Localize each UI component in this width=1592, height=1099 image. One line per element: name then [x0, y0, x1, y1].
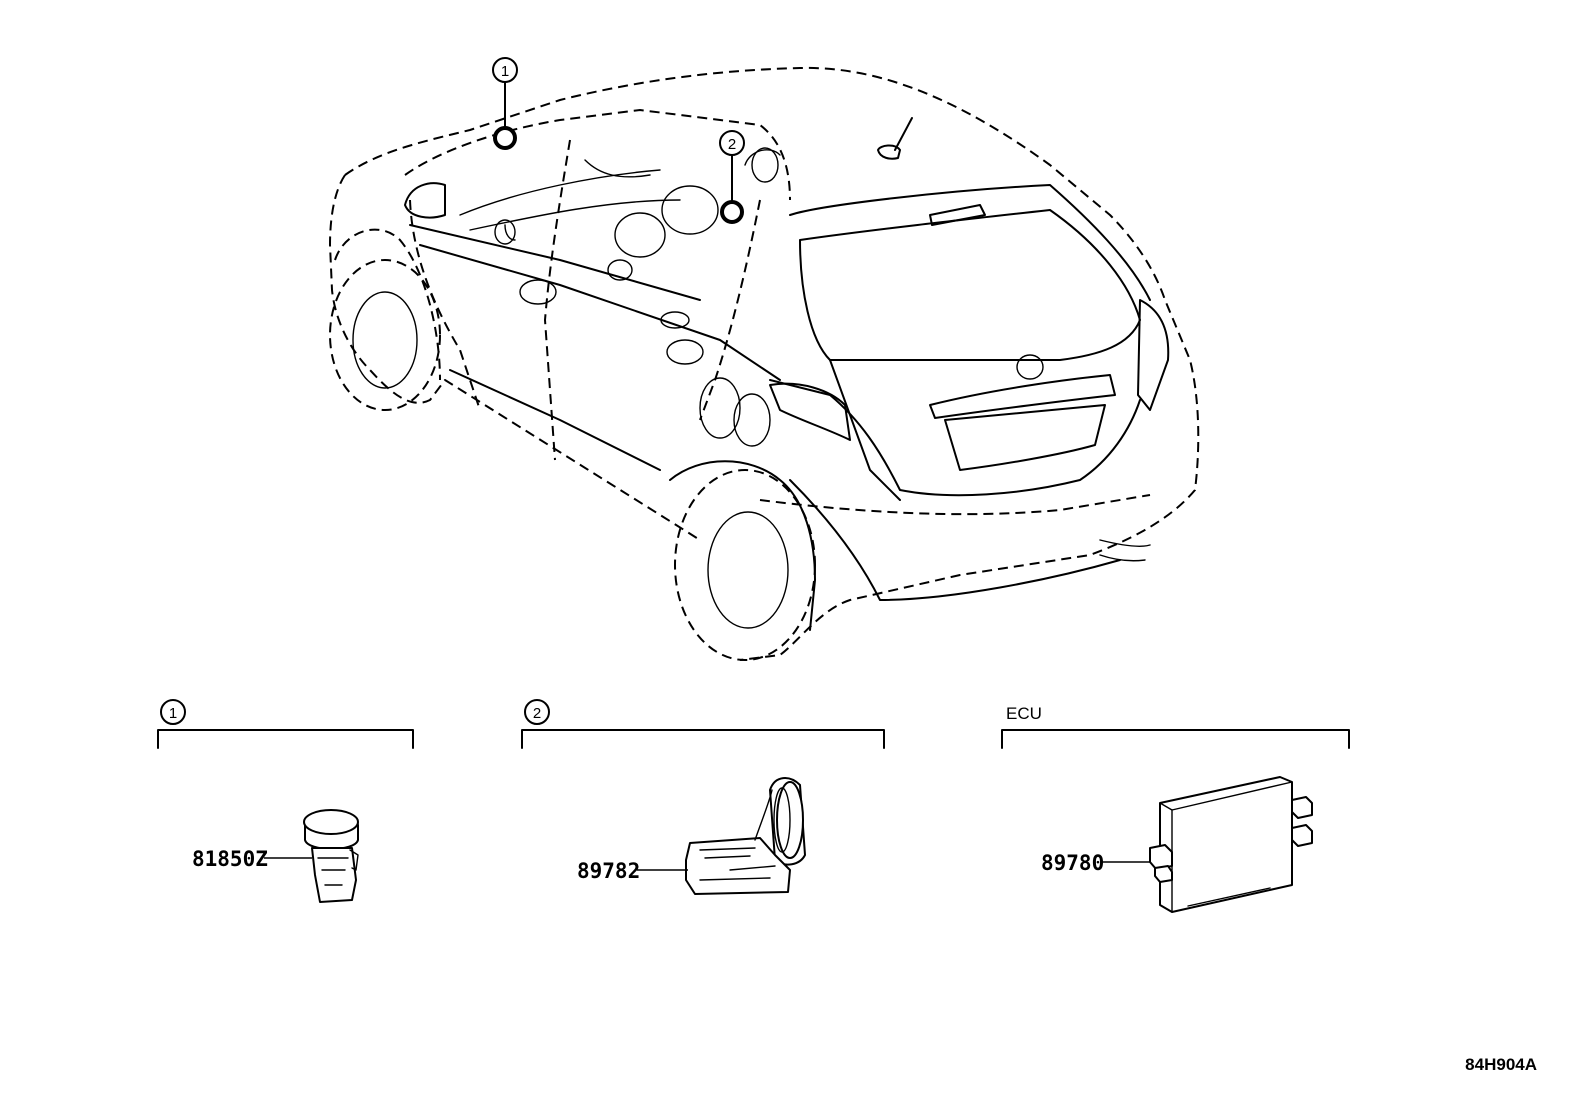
group-ecu: ECU 89780: [1001, 704, 1350, 913]
group-2-label: 2: [533, 705, 541, 722]
callout-1: 1: [492, 57, 518, 150]
figure-code: 84H904A: [1465, 1055, 1537, 1074]
part-number-81850Z: 81850Z: [192, 847, 268, 871]
group-ecu-label: ECU: [1006, 704, 1042, 723]
group-1-label: 1: [169, 705, 177, 722]
part-number-89780: 89780: [1041, 851, 1104, 875]
part-89780-drawing: [1149, 776, 1313, 913]
callout-2-number: 2: [728, 136, 736, 153]
part-81850Z-drawing: [303, 809, 359, 903]
callout-1-number: 1: [501, 63, 509, 80]
group-2: 2 89782: [521, 699, 885, 895]
part-number-89782: 89782: [577, 859, 640, 883]
group-1: 1 81850Z: [157, 699, 414, 903]
vehicle-illustration: [329, 66, 1200, 661]
callout-2: 2: [719, 130, 745, 224]
part-89782-drawing: [685, 777, 806, 895]
